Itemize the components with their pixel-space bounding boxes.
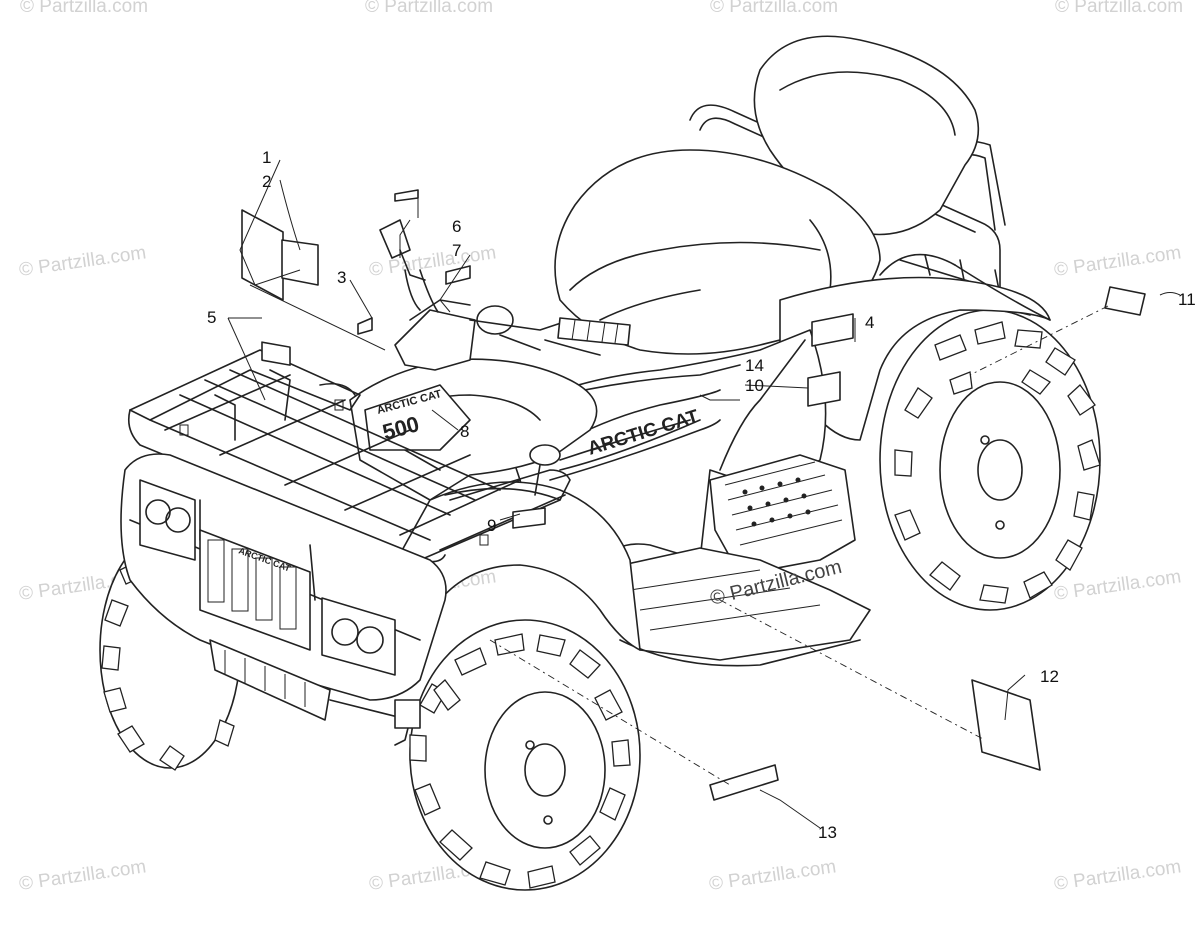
callouts: 1 2 3 4 5 6 7 8 9 10 11 12 13 14 bbox=[207, 148, 1196, 842]
front-bumper bbox=[209, 639, 421, 746]
watermark: © Partzilla.com bbox=[20, 0, 148, 17]
decal-part-4 bbox=[811, 313, 854, 347]
handlebar bbox=[379, 219, 631, 496]
decal-part-6 bbox=[394, 189, 419, 202]
decal-part-9 bbox=[512, 507, 546, 529]
callout-2: 2 bbox=[262, 172, 271, 191]
rear-right-wheel bbox=[879, 309, 1101, 611]
decal-part-5 bbox=[261, 341, 291, 366]
callout-5: 5 bbox=[207, 308, 216, 327]
headlights bbox=[139, 479, 396, 676]
front-right-wheel bbox=[409, 619, 641, 891]
callout-13: 13 bbox=[818, 823, 837, 842]
watermark: © Partzilla.com bbox=[1053, 242, 1183, 281]
callout-1: 1 bbox=[262, 148, 271, 167]
decal-part-1 bbox=[241, 209, 284, 301]
decal-part-2 bbox=[281, 239, 319, 286]
callout-9: 9 bbox=[487, 516, 496, 535]
watermark: © Partzilla.com bbox=[708, 856, 838, 895]
grille: ARCTIC CAT bbox=[199, 529, 311, 651]
leader-lines bbox=[227, 159, 1181, 829]
callout-4: 4 bbox=[865, 313, 874, 332]
callout-8: 8 bbox=[460, 422, 469, 441]
callout-11: 11 bbox=[1178, 290, 1196, 309]
hood-decal: ARCTIC CAT 500 bbox=[364, 384, 471, 451]
decals bbox=[241, 189, 1146, 801]
callout-6: 6 bbox=[452, 217, 461, 236]
decal-part-3 bbox=[357, 317, 373, 335]
decal-part-12 bbox=[971, 679, 1041, 771]
watermark: © Partzilla.com bbox=[1055, 0, 1183, 17]
dash-leaders bbox=[489, 305, 1109, 786]
decal-part-7 bbox=[445, 265, 471, 285]
watermark: © Partzilla.com bbox=[1053, 856, 1183, 895]
front-rack bbox=[127, 349, 571, 563]
decal-part-13 bbox=[709, 764, 779, 801]
watermark: © Partzilla.com bbox=[1053, 566, 1183, 605]
decal-part-14 bbox=[807, 371, 841, 407]
decal-part-11 bbox=[1104, 286, 1146, 316]
watermark: © Partzilla.com bbox=[18, 856, 148, 895]
footwell bbox=[709, 454, 856, 576]
callout-10: 10 bbox=[745, 376, 764, 395]
watermark: © Partzilla.com bbox=[18, 242, 148, 281]
watermark: © Partzilla.com bbox=[710, 0, 838, 17]
callout-12: 12 bbox=[1040, 667, 1059, 686]
callout-7: 7 bbox=[452, 241, 461, 260]
callout-3: 3 bbox=[337, 268, 346, 287]
watermark: © Partzilla.com bbox=[365, 0, 493, 17]
callout-14: 14 bbox=[745, 356, 764, 375]
